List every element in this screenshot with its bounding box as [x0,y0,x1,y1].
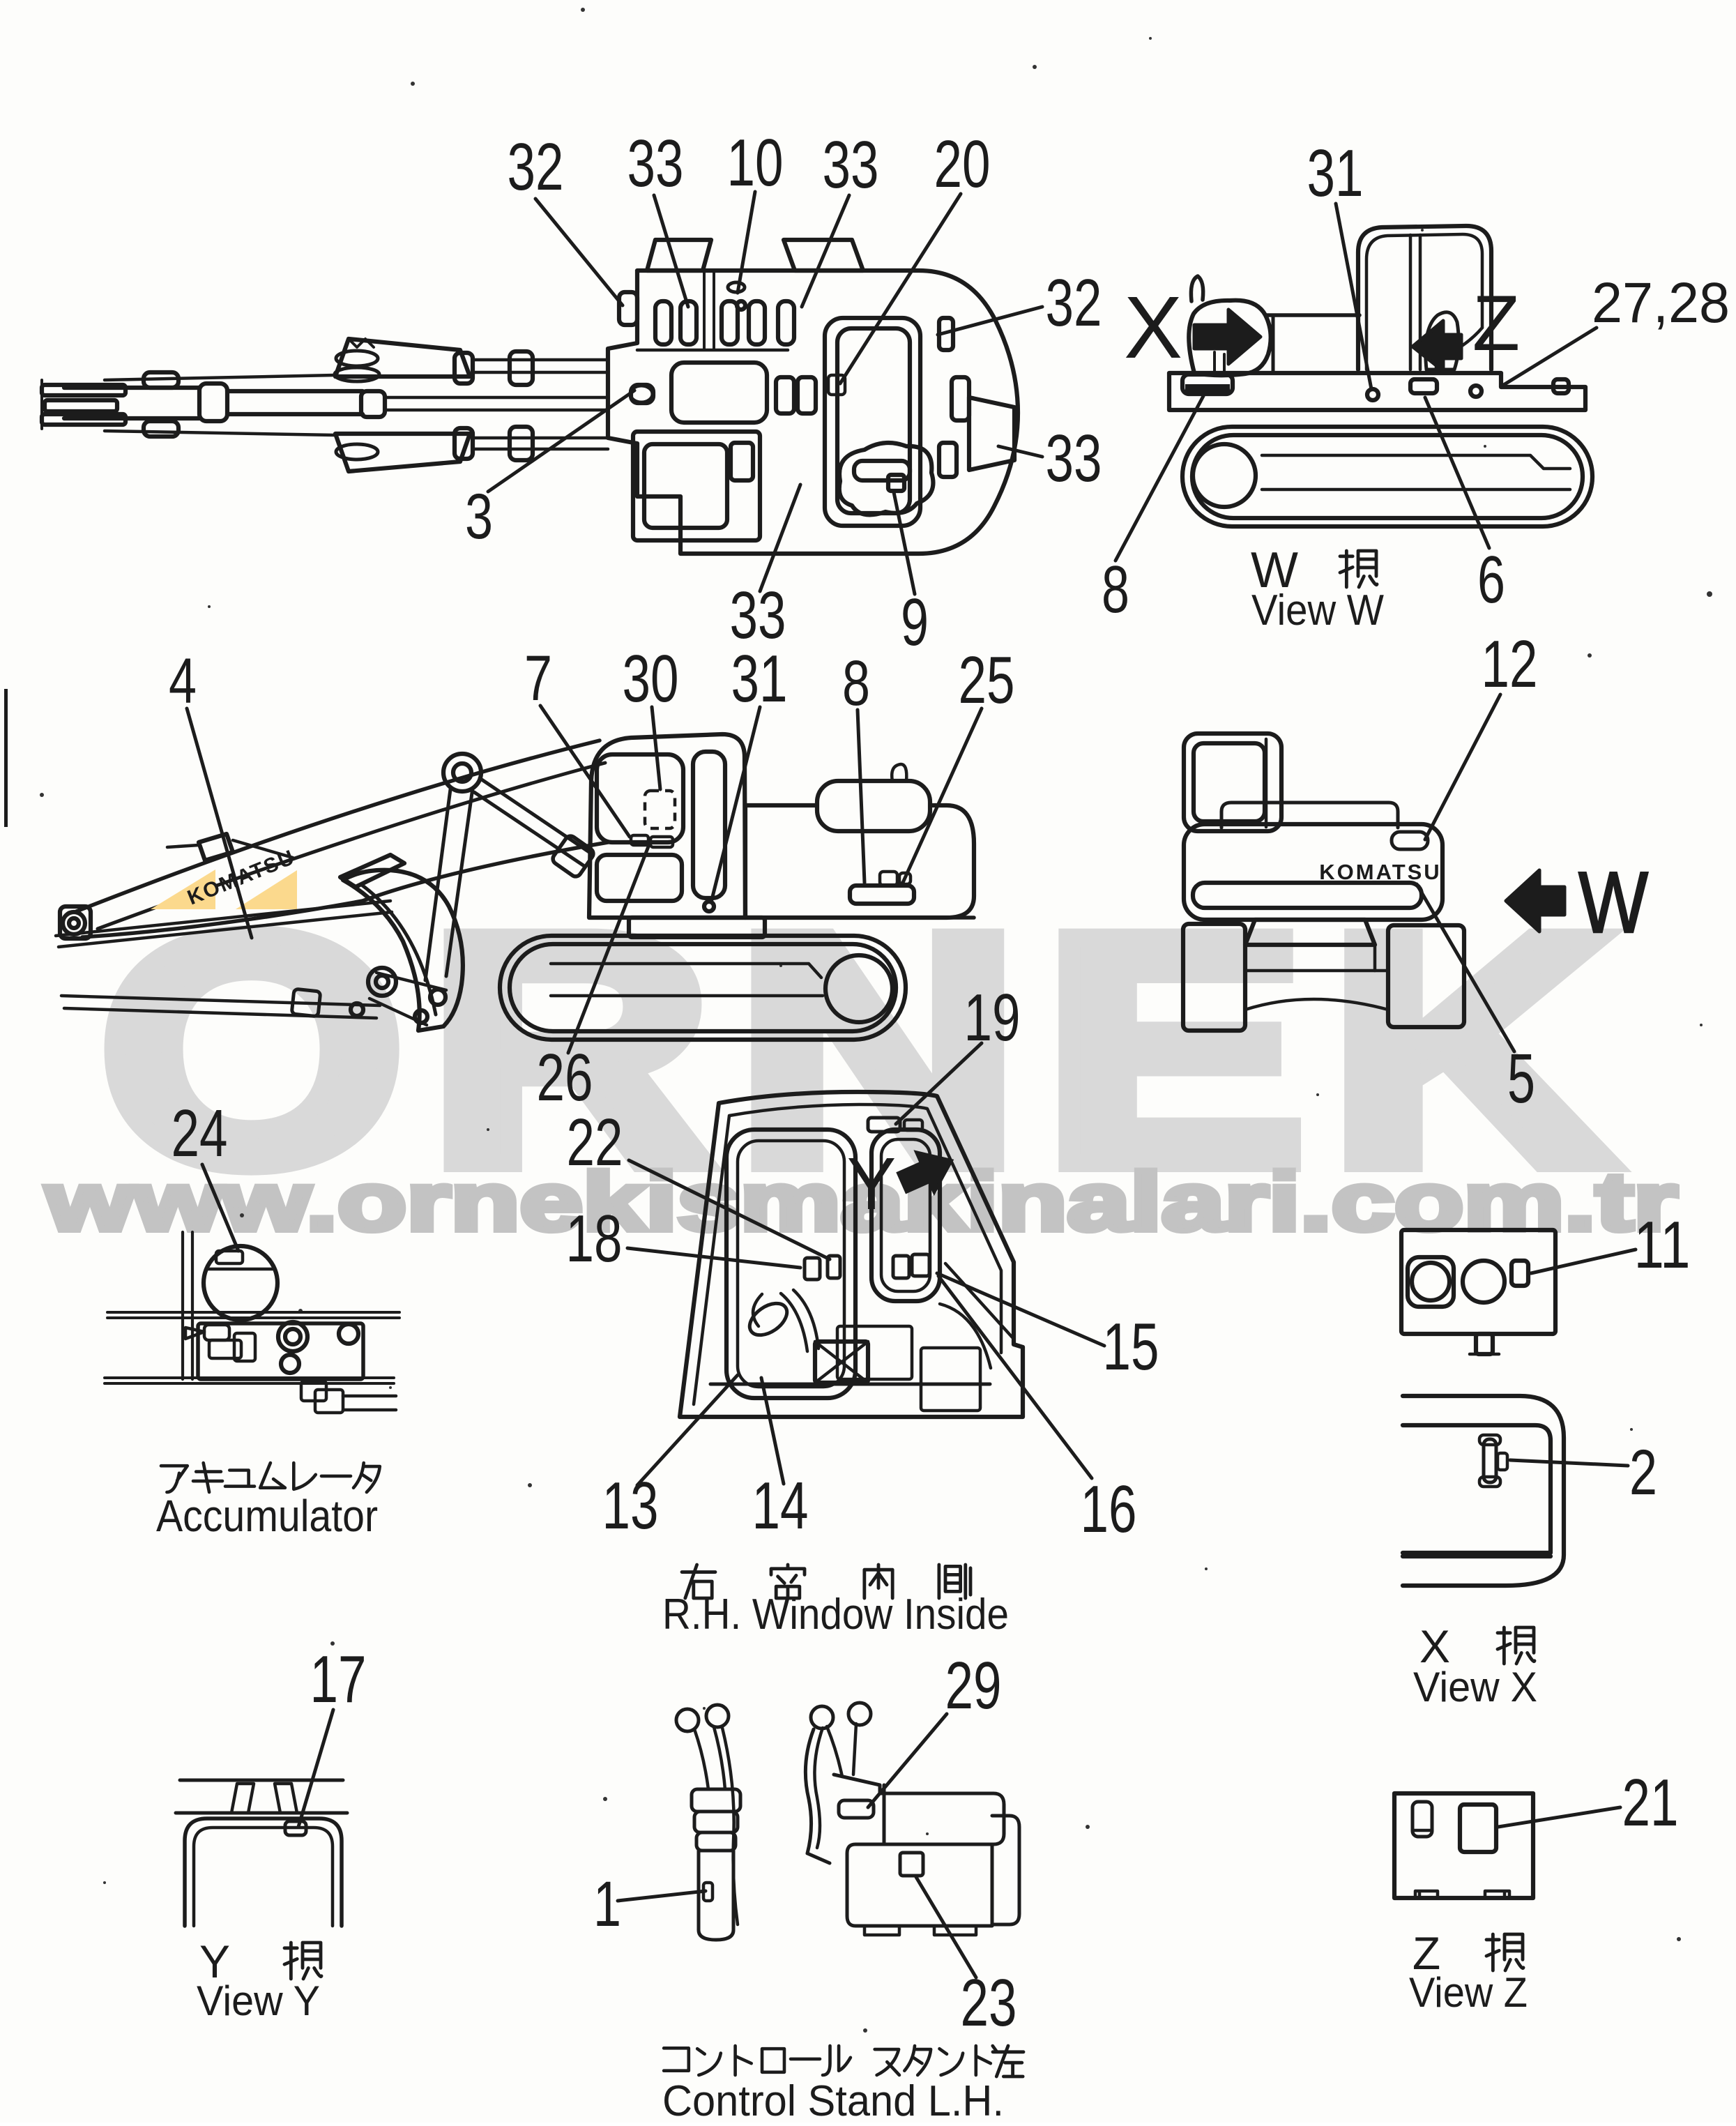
svg-text:27,28: 27,28 [1592,271,1730,335]
svg-text:Z: Z [1472,280,1520,367]
svg-text:View X: View X [1413,1664,1537,1710]
svg-text:X: X [1419,1620,1450,1672]
svg-text:33: 33 [627,126,684,201]
svg-text:3: 3 [465,481,493,552]
svg-text:11: 11 [1634,1208,1691,1282]
svg-text:View W: View W [1251,586,1384,635]
svg-text:R.H. Window Inside: R.H. Window Inside [662,1590,1009,1639]
svg-text:14: 14 [752,1468,809,1543]
svg-text:7: 7 [524,643,552,714]
svg-text:8: 8 [1102,552,1129,627]
svg-text:2: 2 [1629,1437,1657,1508]
svg-text:View Y: View Y [197,1977,320,2024]
svg-text:9: 9 [901,585,929,660]
svg-text:13: 13 [602,1468,659,1543]
svg-text:W: W [1251,542,1298,598]
svg-text:KOMATSU: KOMATSU [1319,860,1441,884]
svg-text:23: 23 [961,1966,1017,2040]
svg-text:25: 25 [959,643,1015,717]
svg-text:19: 19 [964,980,1021,1055]
svg-text:8: 8 [842,648,870,719]
svg-text:View Z: View Z [1409,1969,1528,2016]
svg-text:22: 22 [567,1105,623,1180]
svg-text:5: 5 [1507,1040,1535,1118]
svg-text:20: 20 [934,127,991,202]
svg-text:4: 4 [169,646,197,717]
svg-text:33: 33 [730,578,786,653]
svg-text:Control Stand L.H.: Control Stand L.H. [662,2077,1004,2123]
svg-text:17: 17 [310,1642,367,1717]
svg-text:Z: Z [1413,1927,1440,1979]
svg-text:12: 12 [1482,627,1538,701]
svg-text:Y: Y [199,1936,230,1987]
svg-text:30: 30 [623,641,679,716]
svg-text:X: X [1124,278,1182,377]
svg-text:W: W [1578,855,1648,951]
svg-text:32: 32 [1046,266,1102,340]
svg-text:10: 10 [727,126,784,200]
svg-text:1: 1 [593,1869,621,1940]
svg-text:31: 31 [1307,136,1364,211]
svg-text:18: 18 [566,1201,623,1276]
svg-text:16: 16 [1081,1472,1137,1547]
svg-text:www.ornekismakinalari.com.tr: www.ornekismakinalari.com.tr [45,1156,1677,1248]
svg-text:32: 32 [508,130,564,204]
svg-text:26: 26 [537,1040,593,1115]
svg-text:24: 24 [172,1096,228,1171]
svg-text:6: 6 [1477,542,1505,617]
svg-text:33: 33 [823,128,879,202]
svg-text:ORNEK: ORNEK [99,867,1636,1233]
svg-text:15: 15 [1103,1309,1159,1384]
svg-text:21: 21 [1622,1766,1679,1840]
svg-text:29: 29 [945,1648,1002,1723]
svg-text:33: 33 [1046,421,1102,496]
svg-text:31: 31 [731,641,788,716]
svg-text:Accumulator: Accumulator [156,1491,378,1541]
